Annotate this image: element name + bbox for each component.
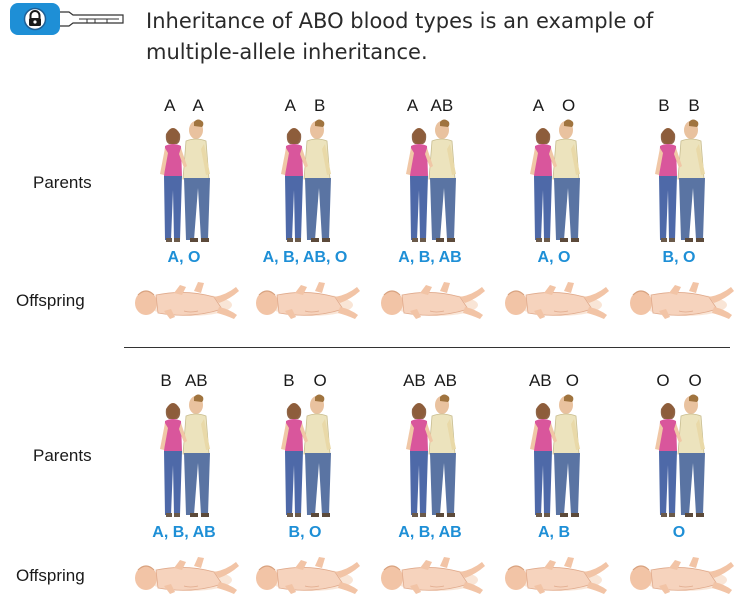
offspring-illustration [370,552,490,598]
parent-blood-types: B O [243,371,367,391]
offspring-illustration [619,277,739,323]
parent-blood-types: B AB [122,371,246,391]
offspring-illustration [619,552,739,598]
parent-blood-types: B B [617,96,740,116]
header: Inheritance of ABO blood types is an exa… [0,0,740,80]
offspring-illustration [124,277,244,323]
offspring-blood-types: A, B, AB [368,524,492,542]
caption-line-2: multiple-allele inheritance. [146,37,726,68]
parents-illustration [146,391,226,521]
offspring-blood-types: A, O [492,249,616,267]
offspring-blood-types: A, B, AB, O [243,249,367,267]
parents-illustration [641,116,721,246]
offspring-blood-types: B, O [243,524,367,542]
parents-label: Parents [33,173,92,193]
offspring-illustration [370,277,490,323]
offspring-illustration [245,552,365,598]
offspring-blood-types: A, O [122,249,246,267]
offspring-illustration [494,552,614,598]
parents-illustration [146,116,226,246]
parents-illustration [267,391,347,521]
parent-blood-types: A A [122,96,246,116]
parents-illustration [392,116,472,246]
parents-illustration [641,391,721,521]
parent-blood-types: AB AB [368,371,492,391]
parent-blood-types: A O [492,96,616,116]
offspring-label: Offspring [16,291,85,311]
row-divider [124,347,730,348]
offspring-illustration [245,277,365,323]
parent-blood-types: A AB [368,96,492,116]
parent-blood-types: O O [617,371,740,391]
parents-illustration [516,391,596,521]
parent-blood-types: A B [243,96,367,116]
caption-line-1: Inheritance of ABO blood types is an exa… [146,6,726,37]
offspring-blood-types: O [617,524,740,542]
offspring-label: Offspring [16,566,85,586]
parent-blood-types: AB O [492,371,616,391]
offspring-blood-types: A, B [492,524,616,542]
parents-illustration [267,116,347,246]
key-lock-icon [9,2,125,36]
parents-illustration [392,391,472,521]
offspring-blood-types: A, B, AB [122,524,246,542]
parents-label: Parents [33,446,92,466]
offspring-blood-types: A, B, AB [368,249,492,267]
offspring-illustration [124,552,244,598]
offspring-blood-types: B, O [617,249,740,267]
offspring-illustration [494,277,614,323]
parents-illustration [516,116,596,246]
caption: Inheritance of ABO blood types is an exa… [146,6,726,68]
